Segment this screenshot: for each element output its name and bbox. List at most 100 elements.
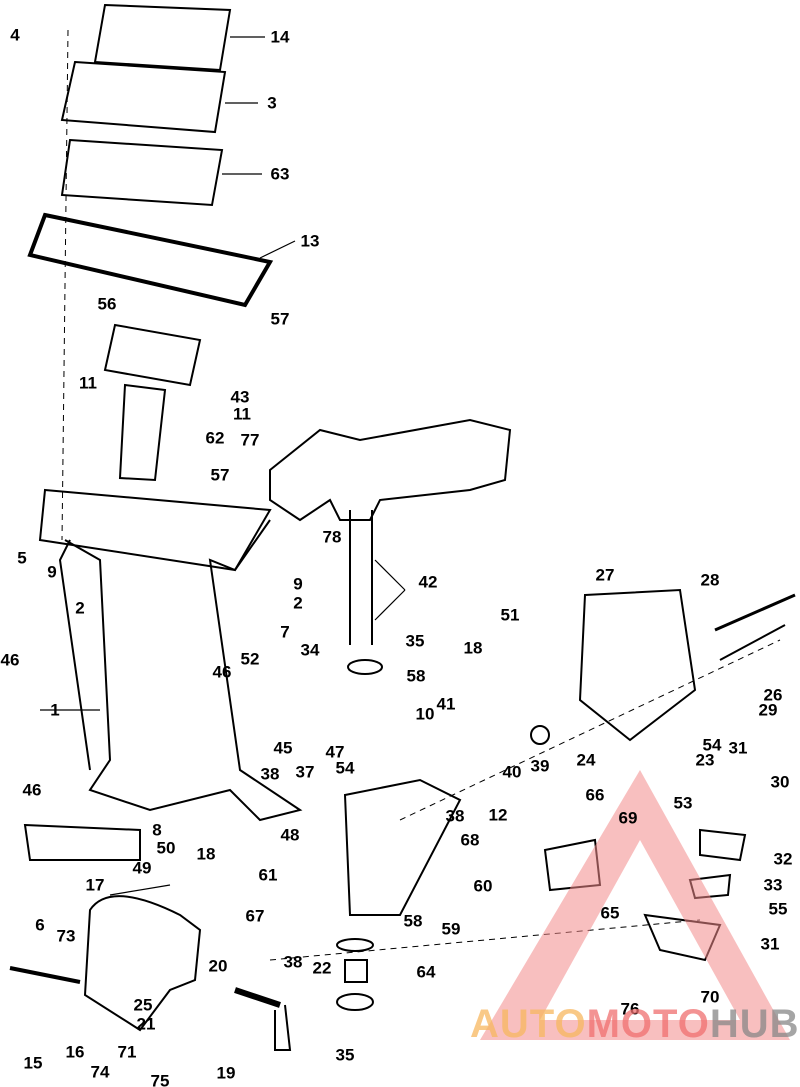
callout-25: 25	[133, 995, 153, 1015]
callout-2: 2	[293, 593, 303, 613]
watermark-auto: AUTO	[470, 1002, 587, 1046]
callout-63: 63	[270, 164, 290, 184]
callout-27: 27	[595, 565, 615, 585]
callout-29: 29	[758, 700, 778, 720]
callout-43: 43	[230, 387, 250, 407]
callout-18: 18	[196, 844, 216, 864]
callout-60: 60	[473, 876, 493, 896]
callout-11: 11	[233, 404, 251, 424]
callout-39: 39	[530, 756, 550, 776]
stern-bracket-27	[578, 588, 697, 742]
callout-32: 32	[773, 849, 793, 869]
callout-35: 35	[335, 1045, 355, 1065]
callout-6: 6	[35, 915, 45, 935]
callout-23: 23	[695, 750, 715, 770]
callout-10: 10	[415, 704, 435, 724]
callout-30: 30	[770, 772, 790, 792]
exhaust-housing-1	[64, 519, 303, 822]
callout-50: 50	[156, 838, 176, 858]
callout-12: 12	[488, 805, 508, 825]
callout-57: 57	[210, 465, 230, 485]
callout-20: 20	[208, 956, 228, 976]
callout-19: 19	[216, 1063, 236, 1083]
bushing-64	[344, 959, 368, 983]
callout-77: 77	[240, 430, 260, 450]
callout-46: 46	[22, 780, 42, 800]
bushing-35-top	[347, 659, 383, 675]
callout-31: 31	[760, 934, 780, 954]
swivel-bracket-37	[343, 778, 462, 916]
callout-75: 75	[150, 1071, 170, 1087]
callout-24: 24	[576, 750, 596, 770]
callout-4: 4	[10, 25, 20, 45]
callout-67: 67	[245, 906, 265, 926]
callout-18: 18	[463, 638, 483, 658]
callout-66: 66	[585, 785, 605, 805]
callout-64: 64	[416, 962, 436, 982]
callout-68: 68	[460, 830, 480, 850]
callout-22: 22	[312, 958, 332, 978]
callout-9: 9	[293, 574, 303, 594]
bolt-73	[9, 966, 81, 984]
callout-35: 35	[405, 631, 425, 651]
callout-51: 51	[500, 605, 520, 625]
watermark-logo: AUTOMOTOHUB	[470, 1002, 800, 1047]
callout-69: 69	[618, 808, 638, 828]
callout-11: 11	[79, 373, 97, 393]
bushing-35	[336, 993, 374, 1011]
rod-26	[719, 624, 786, 661]
spring-22	[234, 987, 281, 1008]
callout-45: 45	[273, 738, 293, 758]
exhaust-tube	[118, 383, 167, 482]
callout-74: 74	[90, 1062, 110, 1082]
callout-57: 57	[270, 309, 290, 329]
callout-5: 5	[17, 548, 27, 568]
callout-38: 38	[260, 764, 280, 784]
callout-13: 13	[300, 231, 320, 251]
callout-41: 41	[436, 694, 456, 714]
callout-16: 16	[65, 1042, 85, 1062]
callout-46: 46	[212, 662, 232, 682]
callout-47: 47	[325, 742, 345, 762]
callout-14: 14	[270, 27, 290, 47]
callout-65: 65	[600, 903, 620, 923]
callout-62: 62	[205, 428, 225, 448]
callout-56: 56	[97, 294, 117, 314]
callout-52: 52	[240, 649, 260, 669]
callout-70: 70	[700, 987, 720, 1007]
callout-40: 40	[502, 762, 522, 782]
callout-61: 61	[258, 865, 278, 885]
callout-34: 34	[300, 640, 320, 660]
callout-33: 33	[763, 875, 783, 895]
callout-55: 55	[768, 899, 788, 919]
callout-15: 15	[23, 1053, 43, 1073]
bracket-32	[699, 828, 747, 862]
callout-9: 9	[47, 562, 57, 582]
callout-26: 26	[763, 685, 783, 705]
callout-17: 17	[85, 875, 105, 895]
callout-54: 54	[702, 735, 722, 755]
callout-54: 54	[335, 758, 355, 778]
callout-31: 31	[728, 738, 748, 758]
bolt-28	[714, 593, 796, 632]
gasket-14	[93, 3, 232, 72]
bumper-24	[530, 725, 550, 745]
callout-78: 78	[322, 527, 342, 547]
callout-53: 53	[673, 793, 693, 813]
stern-bracket-17	[83, 895, 202, 1032]
callout-1: 1	[50, 700, 60, 720]
watermark-hub: HUB	[709, 1002, 800, 1046]
callout-3: 3	[267, 93, 277, 113]
callout-73: 73	[56, 926, 76, 946]
callout-42: 42	[418, 572, 438, 592]
lever-22	[274, 1004, 292, 1051]
plate-3	[60, 60, 227, 134]
callout-37: 37	[295, 762, 315, 782]
gasket-63	[60, 138, 224, 207]
callout-71: 71	[117, 1042, 137, 1062]
callout-46: 46	[0, 650, 20, 670]
watermark-moto: MOTO	[586, 1002, 710, 1046]
callout-28: 28	[700, 570, 720, 590]
callout-7: 7	[280, 622, 290, 642]
